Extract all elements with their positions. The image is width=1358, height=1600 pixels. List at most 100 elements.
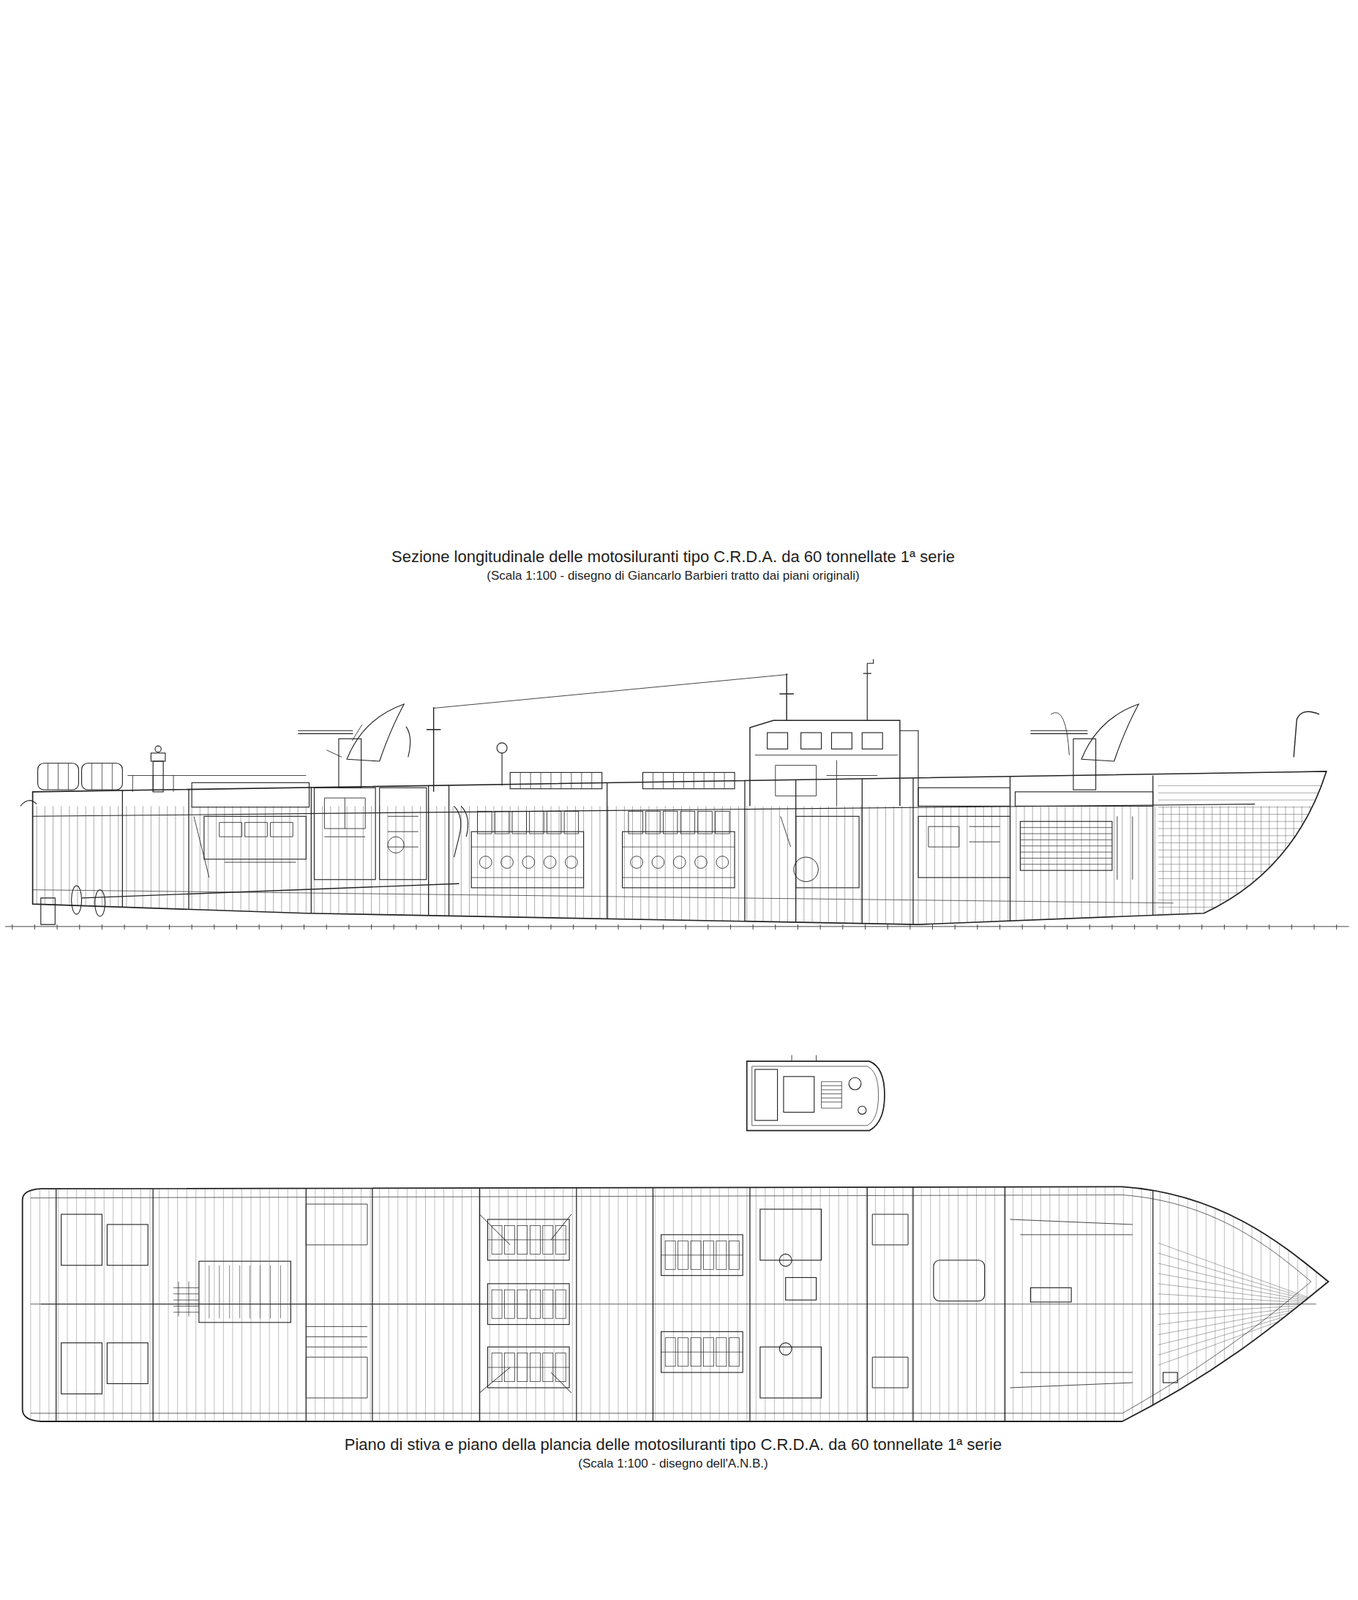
hull-frame [444, 805, 445, 928]
hull-frame [1196, 1183, 1198, 1429]
hull-frame [1251, 1183, 1252, 1429]
frame-tick [1156, 924, 1158, 930]
hull-frame [608, 805, 609, 928]
hull-frame [436, 805, 437, 928]
engine [488, 1283, 570, 1325]
hull-frame [869, 805, 870, 928]
bow-structure [1158, 806, 1327, 808]
hull-frame [627, 1183, 628, 1429]
hull-frame [1205, 1183, 1207, 1429]
hull-frame [836, 805, 838, 928]
hull-frame [893, 1183, 895, 1429]
frame-tick [303, 924, 305, 930]
hull-frame [580, 1183, 582, 1429]
hull-frame [771, 805, 772, 928]
hull-frame [122, 1183, 123, 1429]
bow-structure [1158, 899, 1327, 900]
bow-structure [1158, 799, 1327, 801]
hull-frame [493, 805, 494, 928]
hull-frame [48, 1183, 50, 1429]
hold-plan [22, 1183, 1329, 1429]
frame-tick [1268, 924, 1270, 930]
hull-frame [1131, 1183, 1133, 1429]
bulkhead [188, 775, 189, 929]
engine [488, 1346, 570, 1388]
bulkhead [479, 1183, 480, 1429]
frame-tick [909, 924, 911, 930]
hull-frame [875, 1183, 876, 1429]
bow-structure [1158, 1262, 1327, 1304]
bow-structure [1158, 849, 1327, 851]
hull-frame [1159, 1183, 1161, 1429]
frame-tick [370, 924, 372, 930]
hull-frame [1178, 1183, 1179, 1429]
hull-frame [730, 805, 731, 928]
engine [661, 1330, 744, 1372]
bow-structure [1158, 1303, 1327, 1366]
hull-frame [1270, 1183, 1271, 1429]
hull-frame [296, 1183, 298, 1429]
hull-frame [856, 1183, 858, 1429]
frame-tick [1111, 924, 1113, 930]
frame-tick [954, 924, 956, 930]
hull-frame [722, 805, 723, 928]
hull-frame [1141, 1183, 1143, 1429]
hull-frame [1048, 805, 1050, 928]
frame-tick [213, 924, 215, 930]
hull-frame [76, 805, 78, 928]
hull-frame [158, 1183, 160, 1429]
hull-frame [673, 805, 674, 928]
hull-frame [663, 1183, 665, 1429]
hull-frame [241, 1183, 243, 1429]
hull-frame [370, 1183, 371, 1429]
hull-frame [948, 1183, 949, 1429]
frame-tick [236, 924, 238, 930]
hull-frame [1187, 805, 1189, 928]
hull-frame [828, 805, 829, 928]
hull-frame [1067, 1183, 1069, 1429]
hull-frame [860, 805, 862, 928]
hull-frame [754, 805, 756, 928]
hull-frame [332, 1183, 334, 1429]
bow-structure [1158, 1293, 1327, 1304]
hull-frame [608, 1183, 610, 1429]
bow-structure [1158, 820, 1327, 822]
bow-structure [1158, 1252, 1327, 1304]
frame-tick [259, 924, 260, 930]
frame-tick [505, 924, 507, 930]
drawing-caption: Piano di stiva e piano della plancia del… [0, 1434, 1347, 1454]
hull-frame [168, 1183, 170, 1429]
bulkhead [428, 775, 429, 929]
hull-frame [213, 1183, 215, 1429]
hull-frame [321, 805, 323, 928]
engine [661, 1234, 744, 1276]
hull-frame [469, 805, 470, 928]
hull-frame [1227, 805, 1229, 928]
hull-frame [728, 1183, 729, 1429]
hull-frame [1003, 1183, 1005, 1429]
hull-frame [926, 805, 928, 928]
hull-frame [746, 1183, 748, 1429]
hull-frame [999, 805, 1001, 928]
hull-frame [1138, 805, 1140, 928]
bow-structure [1158, 863, 1327, 865]
hull-frame [501, 805, 503, 928]
bulkhead [1004, 1183, 1006, 1429]
hull-frame [883, 1183, 885, 1429]
bow-structure [1158, 885, 1327, 887]
frame-tick [932, 924, 933, 930]
hull-frame [443, 1183, 445, 1429]
engine [622, 810, 735, 888]
hull-frame [1219, 805, 1221, 928]
frame-tick [1201, 924, 1203, 930]
hull-frame [1278, 1183, 1280, 1429]
bow-structure [1158, 834, 1327, 836]
hull-frame [779, 805, 780, 928]
hull-frame [820, 1183, 821, 1429]
hull-frame [1195, 805, 1197, 928]
hull-frame [810, 1183, 812, 1429]
bow-structure [1158, 1303, 1327, 1345]
hull-frame [844, 805, 846, 928]
hull-frame [681, 805, 682, 928]
frame-tick [618, 924, 620, 930]
